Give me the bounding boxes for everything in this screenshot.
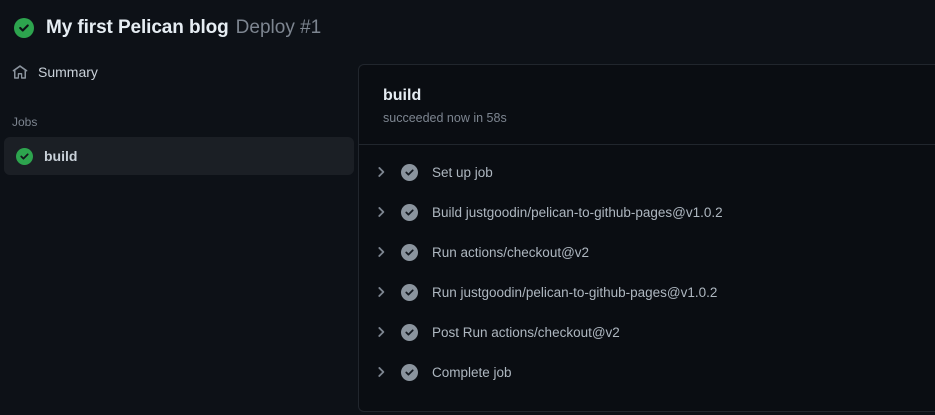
sidebar-item-summary-label: Summary <box>38 64 98 80</box>
step-row[interactable]: Post Run actions/checkout@v2 <box>359 312 935 352</box>
chevron-right-icon[interactable] <box>373 244 389 260</box>
job-detail-panel: build succeeded now in 58s Set up job <box>358 64 935 412</box>
sidebar-item-job-build[interactable]: build <box>4 137 354 175</box>
step-label: Run actions/checkout@v2 <box>432 244 590 260</box>
step-label: Run justgoodin/pelican-to-github-pages@v… <box>432 284 718 300</box>
step-row[interactable]: Build justgoodin/pelican-to-github-pages… <box>359 192 935 232</box>
chevron-right-icon[interactable] <box>373 204 389 220</box>
sidebar-section-jobs-label: Jobs <box>12 115 38 129</box>
step-label: Set up job <box>432 164 493 180</box>
job-status-line: succeeded now in 58s <box>383 111 507 125</box>
home-icon <box>12 64 28 80</box>
check-circle-fill-icon <box>401 163 418 181</box>
sidebar-item-job-build-label: build <box>44 148 78 164</box>
chevron-right-icon[interactable] <box>373 164 389 180</box>
main-layout: Summary Jobs build build succeeded now i… <box>0 56 935 415</box>
step-row[interactable]: Run justgoodin/pelican-to-github-pages@v… <box>359 272 935 312</box>
job-panel-header: build succeeded now in 58s <box>359 65 935 145</box>
check-circle-fill-icon <box>401 323 418 341</box>
sidebar: Summary Jobs build <box>0 56 358 175</box>
step-label: Build justgoodin/pelican-to-github-pages… <box>432 204 723 220</box>
step-row[interactable]: Complete job <box>359 352 935 392</box>
run-number: Deploy #1 <box>235 17 322 38</box>
job-steps-list: Set up job Build justgoodin/pelican-to-g… <box>359 145 935 392</box>
check-circle-icon <box>14 18 34 38</box>
step-label: Post Run actions/checkout@v2 <box>432 324 620 340</box>
check-circle-icon <box>16 147 33 165</box>
step-row[interactable]: Run actions/checkout@v2 <box>359 232 935 272</box>
check-circle-fill-icon <box>401 243 418 261</box>
check-circle-fill-icon <box>401 363 418 381</box>
page-title: My first Pelican blog <box>46 17 229 38</box>
check-circle-fill-icon <box>401 283 418 301</box>
chevron-right-icon[interactable] <box>373 324 389 340</box>
step-row[interactable]: Set up job <box>359 152 935 192</box>
chevron-right-icon[interactable] <box>373 364 389 380</box>
job-title: build <box>383 87 422 104</box>
chevron-right-icon[interactable] <box>373 284 389 300</box>
sidebar-item-summary[interactable]: Summary <box>4 56 352 88</box>
step-label: Complete job <box>432 364 512 380</box>
run-header: My first Pelican blog Deploy #1 <box>0 0 935 56</box>
check-circle-fill-icon <box>401 203 418 221</box>
